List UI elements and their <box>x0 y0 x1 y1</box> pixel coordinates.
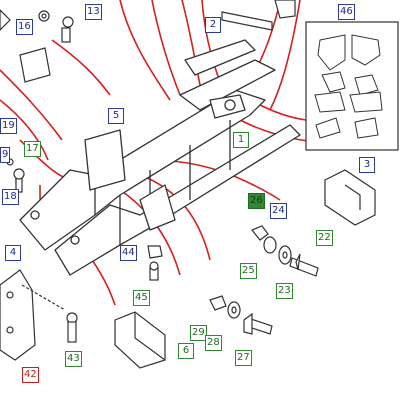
washer-nut-stack <box>251 225 319 277</box>
inset-detail-panel <box>305 21 399 151</box>
callout-25: 25 <box>240 263 257 279</box>
bolt-17-part <box>13 168 25 193</box>
callout-16: 16 <box>16 19 33 35</box>
callout-2: 2 <box>205 17 221 33</box>
side-plate-part <box>0 269 66 361</box>
callout-42: 42 <box>22 367 39 383</box>
callout-44: 44 <box>120 245 137 261</box>
callout-43: 43 <box>65 351 82 367</box>
bolt-assembly-lower <box>209 295 273 335</box>
callout-27: 27 <box>235 350 252 366</box>
callout-17: 17 <box>24 141 41 157</box>
bolt-43-part <box>66 312 78 343</box>
callout-4: 4 <box>5 245 21 261</box>
chassis-frame <box>19 39 301 276</box>
clip-parts <box>147 245 163 281</box>
callout-26: 26 <box>248 193 265 209</box>
callout-46: 46 <box>338 4 355 20</box>
callout-29: 29 <box>190 325 207 341</box>
callout-23: 23 <box>276 283 293 299</box>
callout-22: 22 <box>316 230 333 246</box>
callout-24: 24 <box>270 203 287 219</box>
callout-18: 18 <box>2 189 19 205</box>
callout-1: 1 <box>233 132 249 148</box>
callout-45: 45 <box>133 290 150 306</box>
mounting-bracket-part <box>324 169 376 226</box>
callout-13: 13 <box>85 4 102 20</box>
lower-bracket-part <box>114 311 166 369</box>
callout-19: 19 <box>0 118 17 134</box>
callout-5: 5 <box>108 108 124 124</box>
callout-9: 9 <box>0 147 11 163</box>
callout-28: 28 <box>205 335 222 351</box>
small-fasteners <box>0 9 74 185</box>
callout-6: 6 <box>178 343 194 359</box>
bracket-part <box>221 0 296 31</box>
callout-3: 3 <box>359 157 375 173</box>
